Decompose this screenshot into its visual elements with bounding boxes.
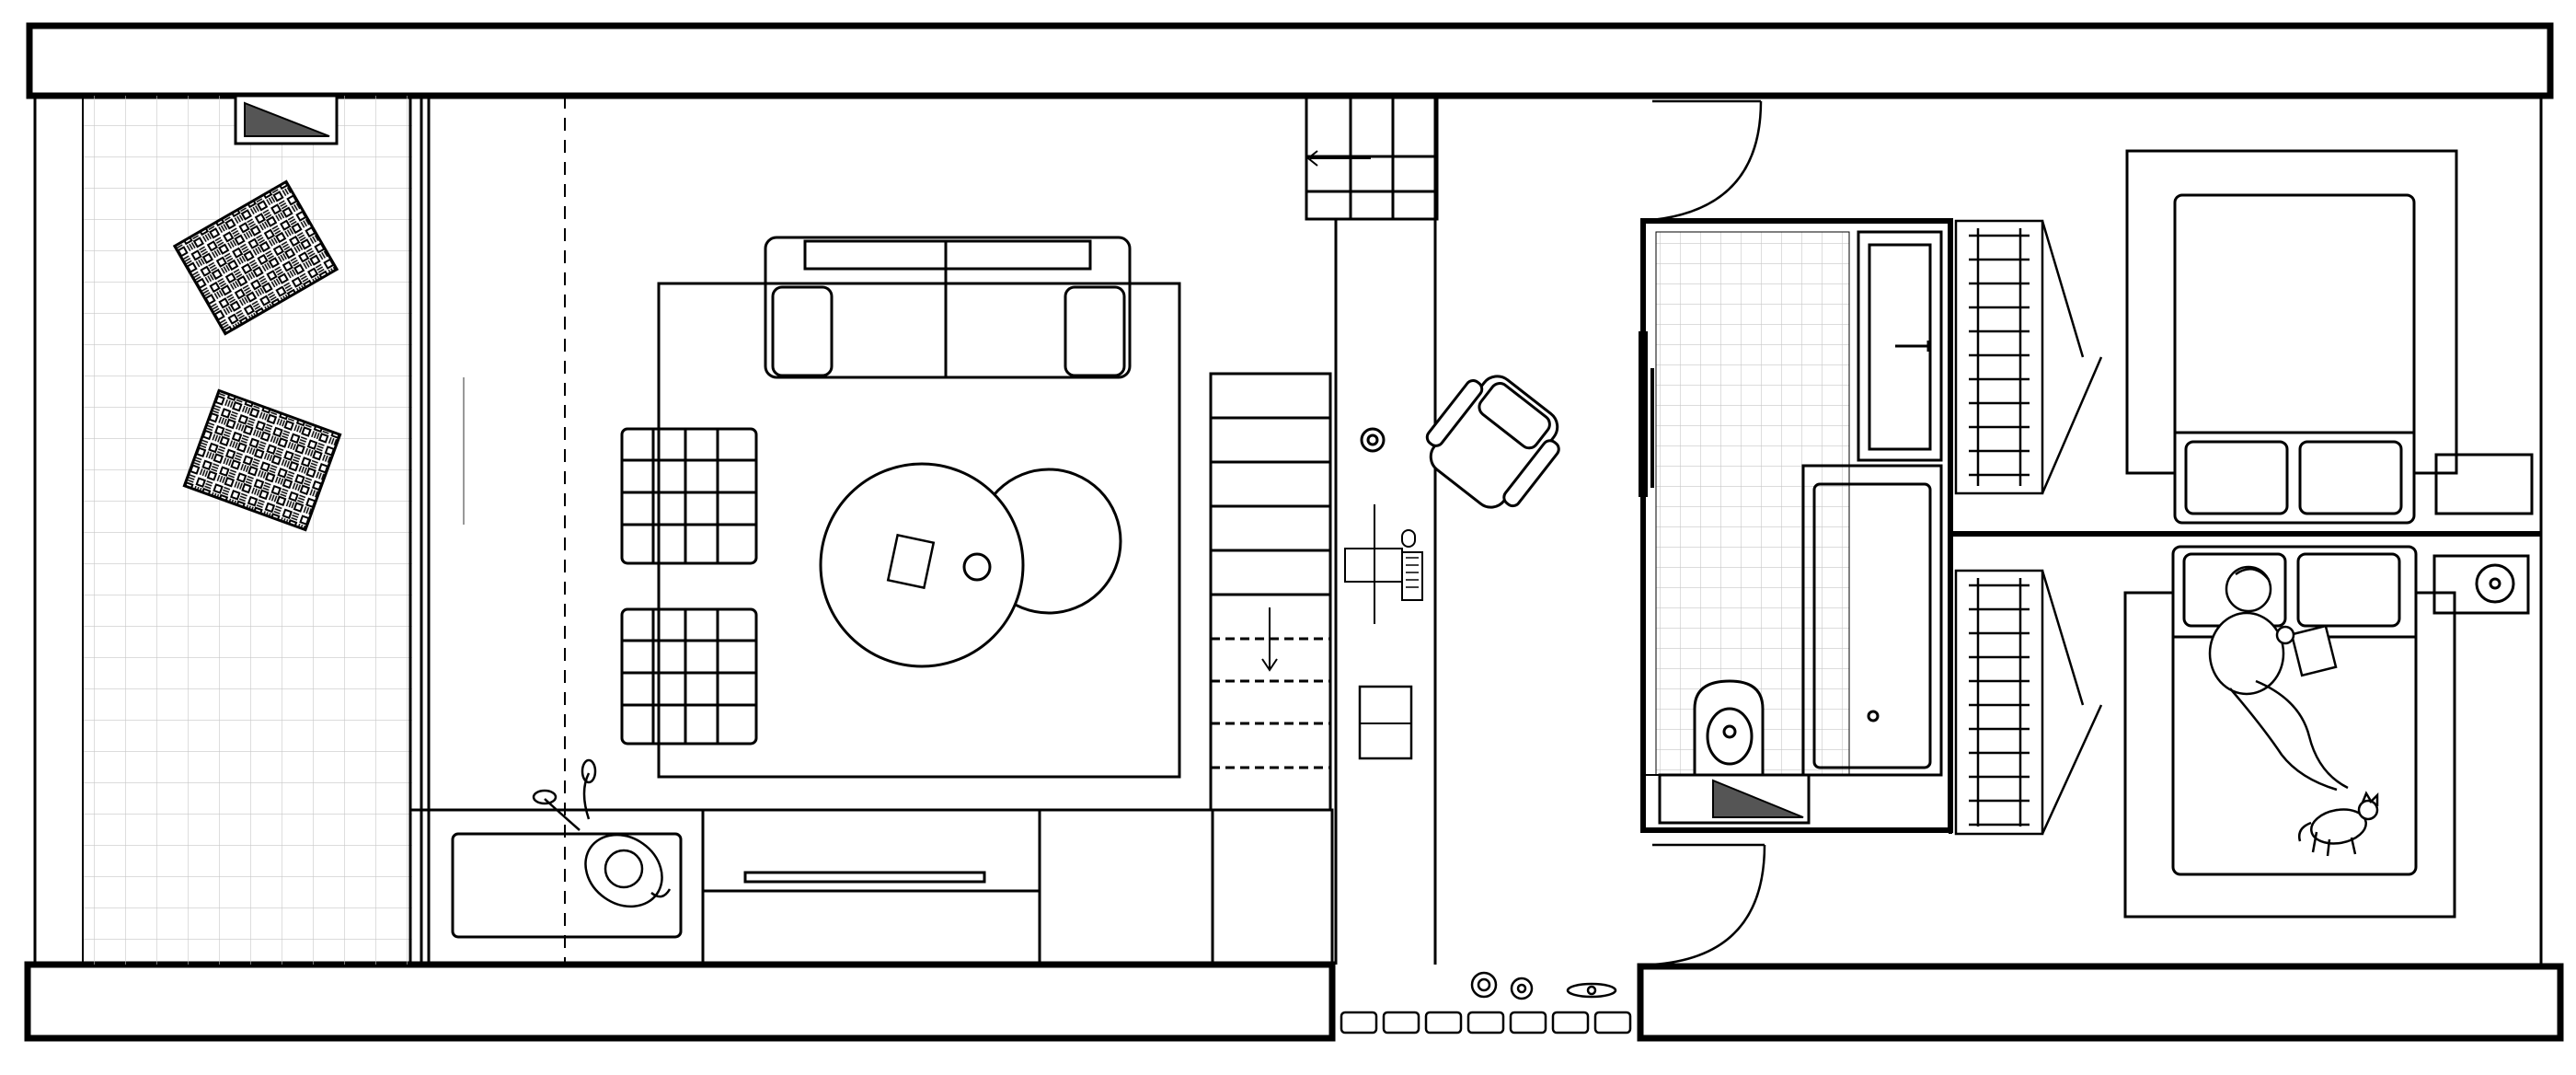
coffee-table-icon [819, 462, 1122, 668]
toilet-icon [1693, 679, 1765, 777]
study-desk [1334, 96, 1632, 1035]
terrace [82, 94, 423, 965]
rug-icon [657, 282, 1181, 779]
pouf-icon [620, 427, 758, 565]
step-blocks [1340, 1011, 1632, 1035]
bedroom-lower [2123, 545, 2530, 919]
office-chair-icon [1425, 375, 1560, 509]
sink-icon [2432, 554, 2530, 615]
person-sitting-icon [532, 758, 672, 908]
person-reading-icon [2208, 565, 2349, 792]
bottom-wall-left [24, 961, 1336, 1042]
bench-icon [451, 832, 683, 939]
wardrobe-icon [1954, 219, 2103, 836]
bathroom [1639, 218, 1953, 833]
keyboard-icon [1401, 551, 1423, 601]
living-room [408, 96, 1334, 966]
double-bed-icon [2173, 193, 2416, 525]
sofa-icon [764, 236, 1132, 379]
sink-icon [1857, 230, 1943, 462]
drain-icon [1658, 773, 1811, 825]
staircase [1209, 94, 1439, 812]
bedroom-upper [1949, 149, 2541, 834]
tv-unit-icon [408, 808, 1334, 966]
top-wall [26, 22, 2554, 99]
cat-icon [2298, 791, 2379, 857]
pouf-icon [620, 607, 758, 746]
nightstand-icon [2434, 453, 2534, 515]
double-bed-icon [2171, 545, 2418, 876]
rug-icon [172, 179, 339, 336]
plant-pot-icon [1470, 971, 1617, 1000]
mouse-icon [1401, 529, 1416, 548]
plant-pot-icon [1360, 427, 1386, 453]
door-swing-icon [1640, 99, 1766, 966]
rug-icon [182, 388, 342, 532]
bottom-wall-right [1637, 963, 2564, 1042]
